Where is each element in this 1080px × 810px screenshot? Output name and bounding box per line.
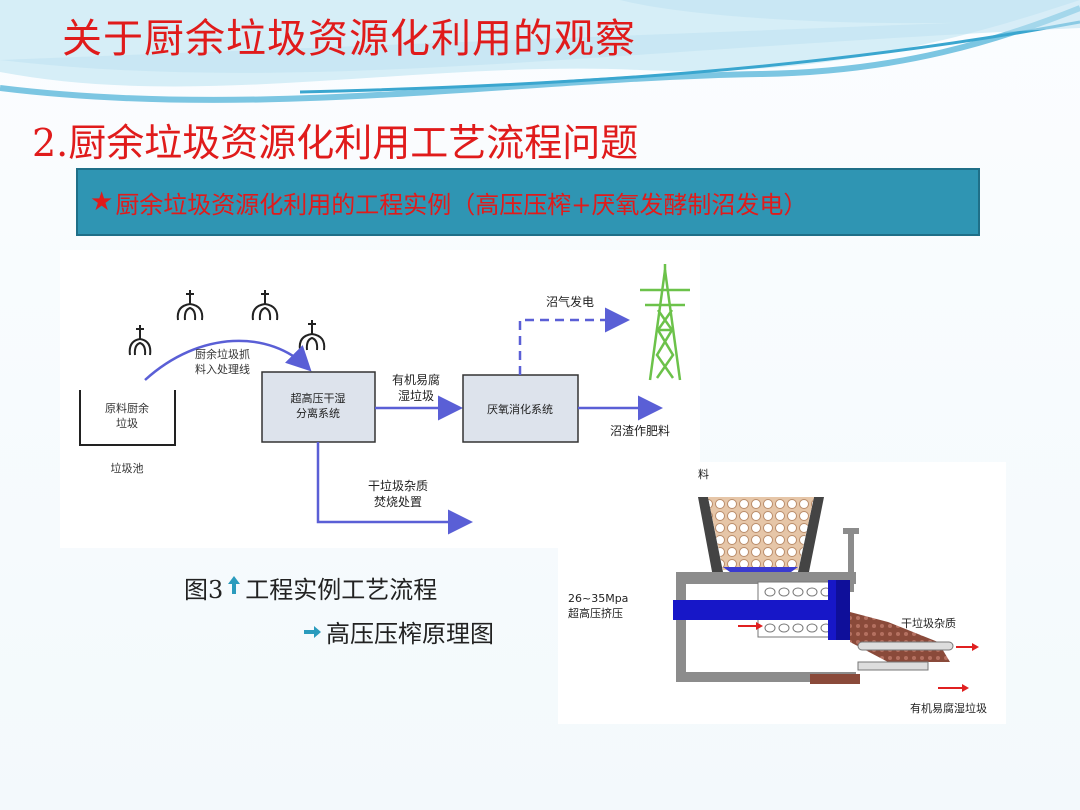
- svg-text:沼气发电: 沼气发电: [546, 294, 594, 309]
- svg-text:湿垃圾: 湿垃圾: [398, 388, 434, 403]
- svg-text:原料厨余: 原料厨余: [105, 401, 149, 415]
- slide-title: 关于厨余垃圾资源化利用的观察: [62, 16, 636, 62]
- svg-text:料: 料: [698, 467, 709, 481]
- section-banner: ★ 厨余垃圾资源化利用的工程实例（高压压榨+厌氧发酵制沼发电）: [76, 168, 980, 236]
- process-flow-diagram: 原料厨余 垃圾 垃圾池 厨余垃圾抓 料入处理线 超高压干湿 分离系统 有机易腐 …: [60, 250, 700, 548]
- press-principle-diagram: 料 26~35Mpa 超高压挤压: [558, 462, 1006, 724]
- figure-caption-flow: 图3 工程实例工艺流程: [184, 570, 437, 605]
- svg-text:厨余垃圾抓: 厨余垃圾抓: [195, 347, 250, 361]
- svg-text:垃圾: 垃圾: [116, 416, 138, 430]
- svg-text:料入处理线: 料入处理线: [195, 362, 250, 376]
- svg-text:超高压干湿: 超高压干湿: [291, 391, 346, 405]
- slide-subtitle: 2.厨余垃圾资源化利用工艺流程问题: [32, 121, 639, 165]
- waste-pit: 原料厨余 垃圾 垃圾池: [79, 390, 176, 475]
- power-tower-icon: [640, 264, 690, 381]
- svg-text:超高压挤压: 超高压挤压: [568, 606, 623, 620]
- banner-text: 厨余垃圾资源化利用的工程实例（高压压榨+厌氧发酵制沼发电）: [115, 190, 808, 219]
- svg-text:有机易腐: 有机易腐: [392, 372, 440, 387]
- figure-number: 图3: [184, 576, 224, 604]
- pit-caption: 垃圾池: [111, 461, 144, 475]
- press-caption-text: 高压压榨原理图: [326, 620, 494, 648]
- svg-text:分离系统: 分离系统: [296, 406, 340, 420]
- svg-text:焚烧处置: 焚烧处置: [374, 495, 422, 509]
- svg-text:干垃圾杂质: 干垃圾杂质: [901, 616, 956, 630]
- right-arrow-icon: [302, 620, 322, 644]
- svg-text:26~35Mpa: 26~35Mpa: [568, 592, 628, 605]
- star-icon: ★: [90, 187, 114, 217]
- digester-box: [462, 374, 579, 443]
- grab-claw-icon: [128, 290, 326, 356]
- svg-text:干垃圾杂质: 干垃圾杂质: [368, 478, 428, 493]
- svg-text:有机易腐湿垃圾: 有机易腐湿垃圾: [910, 701, 987, 715]
- figure-caption-press: 高压压榨原理图: [298, 614, 494, 649]
- svg-text:沼渣作肥料: 沼渣作肥料: [610, 424, 670, 438]
- up-arrow-icon: [227, 574, 241, 601]
- svg-text:厌氧消化系统: 厌氧消化系统: [487, 402, 553, 416]
- separator-box: [261, 371, 376, 443]
- header-wave-decoration: [0, 0, 1080, 103]
- figure-caption-text: 工程实例工艺流程: [245, 576, 438, 604]
